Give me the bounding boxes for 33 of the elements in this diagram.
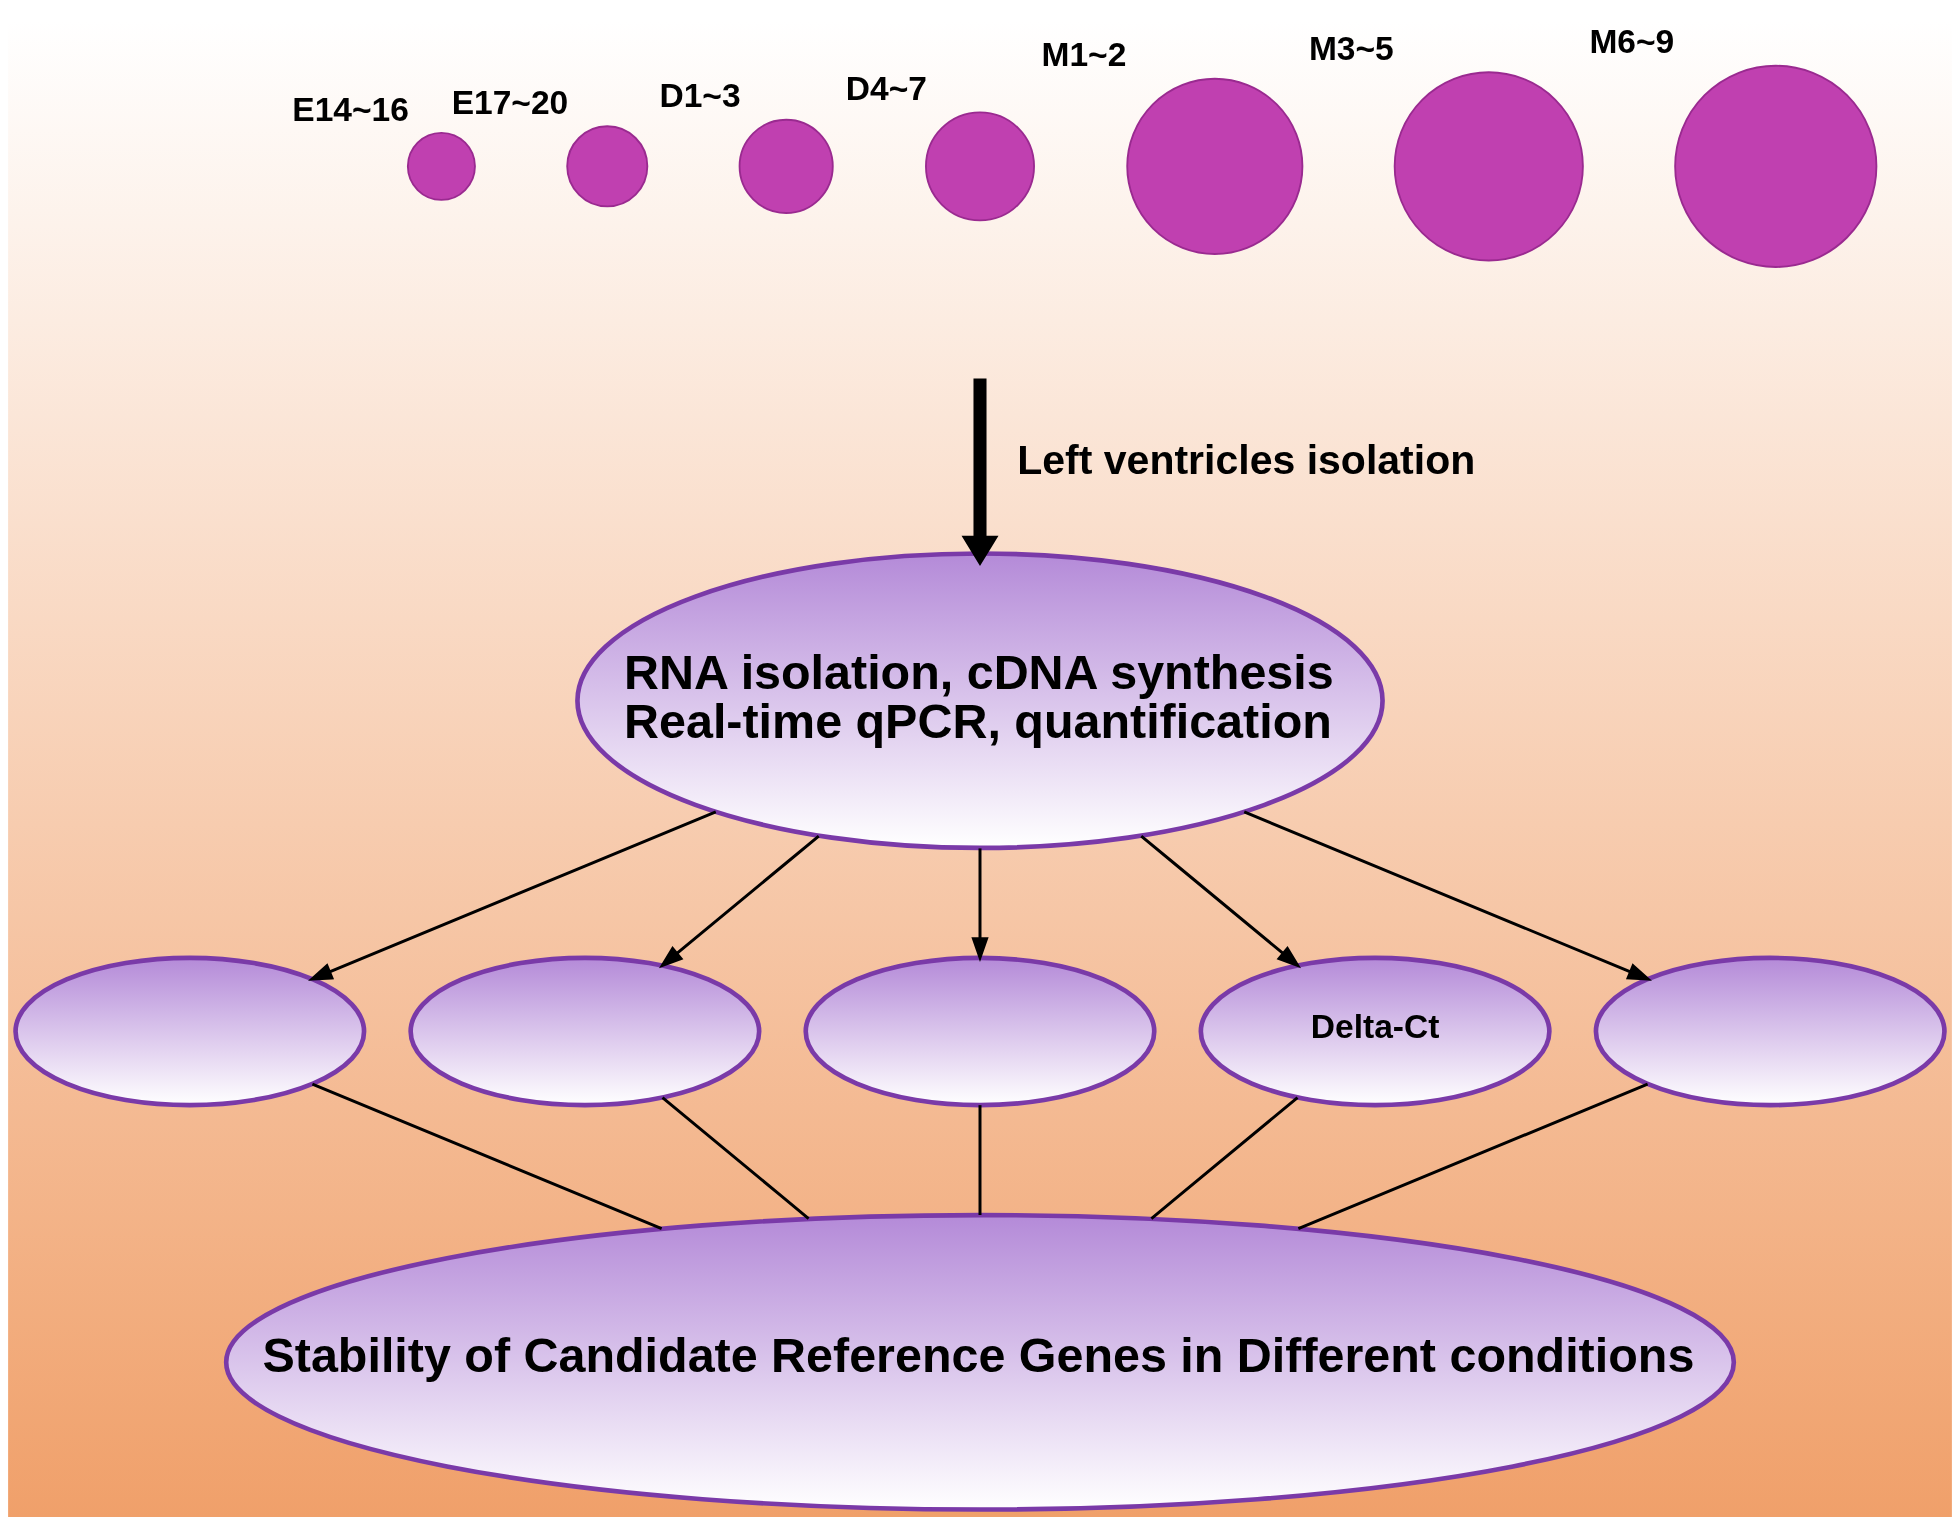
node-ellipse — [803, 955, 1157, 1107]
arrow — [961, 378, 999, 566]
node-circle — [1393, 70, 1584, 261]
node-label: E17~20 — [451, 83, 569, 121]
node-circle — [1674, 64, 1878, 268]
node-label: M6~9 — [1589, 22, 1675, 60]
connector — [1150, 1095, 1299, 1220]
node-label: E14~16 — [292, 90, 409, 128]
node-circle — [1126, 77, 1304, 255]
connector — [661, 1095, 810, 1220]
connector — [311, 1082, 663, 1230]
node-ellipse — [408, 955, 762, 1107]
node-label: M1~2 — [1041, 35, 1127, 73]
node-circle — [925, 110, 1035, 221]
arrow — [1243, 810, 1652, 981]
arrow — [308, 810, 717, 981]
arrow — [1140, 834, 1302, 968]
arrow — [658, 834, 820, 968]
node-label: D4~7 — [845, 69, 927, 107]
connector — [978, 1104, 982, 1215]
node-ellipse: Delta-Ct — [1198, 955, 1552, 1107]
node-circle — [566, 124, 649, 207]
node-label: M3~5 — [1308, 29, 1394, 67]
node-label: D1~3 — [659, 76, 741, 114]
node-circle — [406, 131, 476, 201]
connector — [1297, 1082, 1649, 1230]
edge-label: Left ventricles isolation — [1017, 436, 1476, 483]
node-ellipse — [1593, 955, 1947, 1107]
arrow — [971, 847, 989, 962]
node-ellipse: Stability of Candidate Reference Genes in Different conditions — [223, 1212, 1737, 1512]
node-ellipse — [13, 955, 367, 1107]
node-ellipse: RNA isolation, cDNA synthesis Real-time qPCR, quantification — [575, 550, 1385, 850]
node-circle — [738, 118, 834, 214]
